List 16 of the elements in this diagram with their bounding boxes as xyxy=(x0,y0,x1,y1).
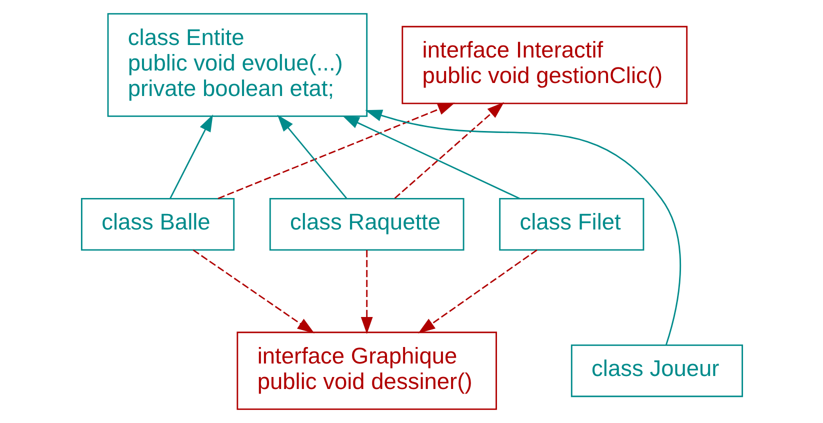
arrow xyxy=(276,114,347,199)
node-box: class Balle xyxy=(80,198,234,251)
arrow xyxy=(394,102,504,199)
arrow xyxy=(192,250,314,334)
node-box: interface Interactif public void gestionClic() xyxy=(401,26,688,104)
arrow xyxy=(169,114,212,199)
node-box: class Entite public void evolue(...) private boolean etat; xyxy=(106,13,368,117)
arrow xyxy=(360,250,372,334)
node-box: interface Graphique public void dessiner() xyxy=(236,332,496,410)
arrow xyxy=(364,110,680,346)
arrow xyxy=(217,102,454,200)
arrow xyxy=(342,115,520,200)
arrow xyxy=(418,250,537,334)
node-box: class Joueur xyxy=(570,344,743,398)
node-box: class Raquette xyxy=(268,198,464,251)
node-box: class Filet xyxy=(498,198,644,251)
